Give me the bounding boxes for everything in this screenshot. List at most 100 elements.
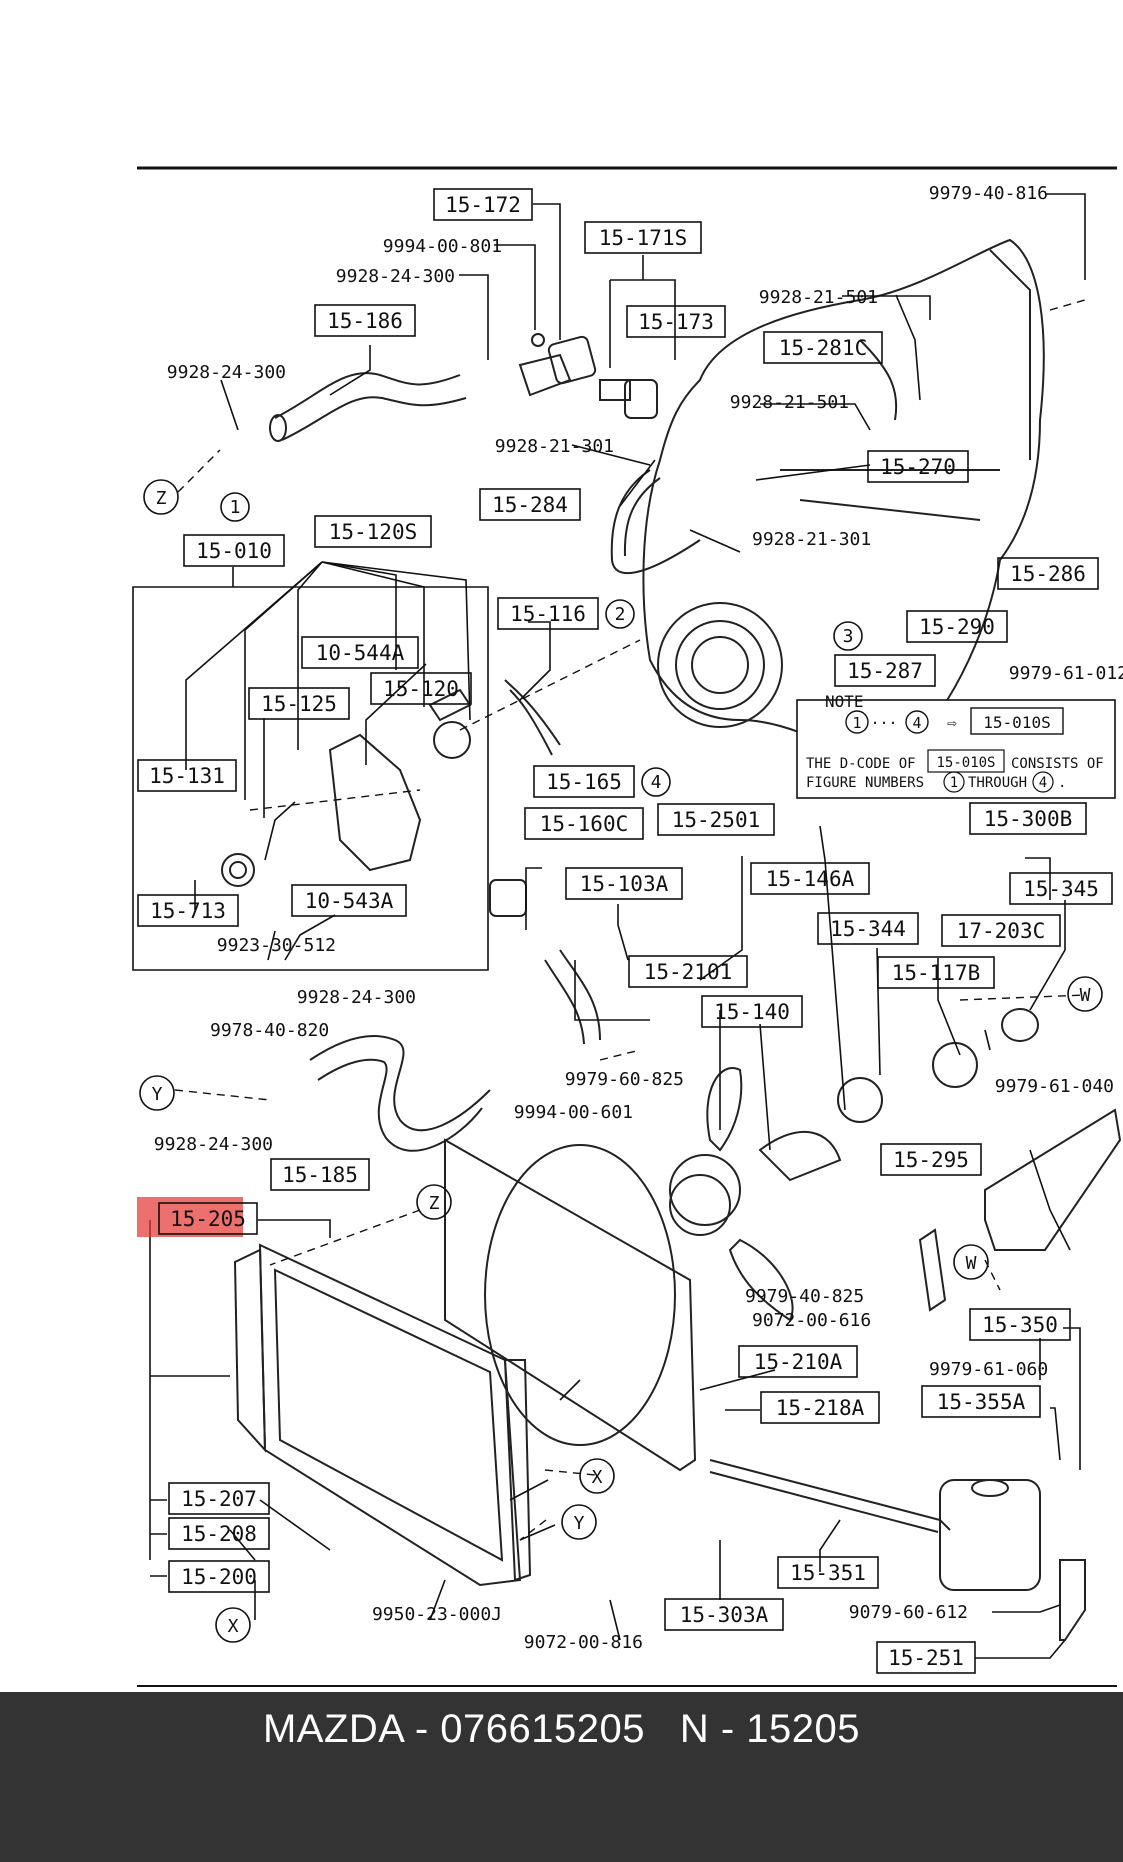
- leader-lines: [132, 193, 1086, 1659]
- fan-bracket-drawing: [918, 1108, 1122, 1312]
- svg-text:15-010: 15-010: [196, 539, 272, 563]
- svg-text:3: 3: [843, 626, 854, 647]
- code-10-544a: 10-544A: [301, 636, 419, 669]
- svg-text:15-131: 15-131: [149, 764, 225, 788]
- fan-shroud-drawing: [444, 1138, 697, 1472]
- svg-text:CONSISTS OF: CONSISTS OF: [1011, 756, 1104, 772]
- code-15-010: 15-010: [183, 534, 285, 567]
- pn-9923-30-512: 9923-30-512: [217, 935, 336, 956]
- svg-text:1: 1: [230, 497, 241, 518]
- pn-9979-40-825: 9979-40-825: [745, 1286, 864, 1307]
- code-15-290: 15-290: [906, 610, 1008, 643]
- svg-text:Y: Y: [574, 1513, 585, 1534]
- footer-series: N: [679, 1707, 710, 1751]
- dashed-lines: [174, 299, 1086, 1541]
- code-15-270: 15-270: [867, 450, 969, 483]
- code-15-286: 15-286: [997, 557, 1099, 590]
- marker-z-lower: Z: [416, 1184, 452, 1220]
- svg-text:Z: Z: [429, 1193, 440, 1214]
- svg-text:15-185: 15-185: [282, 1163, 358, 1187]
- svg-text:4: 4: [912, 714, 921, 732]
- code-15-300b: 15-300B: [969, 802, 1087, 835]
- pn-9079-60-612: 9079-60-612: [849, 1602, 968, 1623]
- pn-9072-00-616: 9072-00-616: [752, 1310, 871, 1331]
- svg-text:15-355A: 15-355A: [937, 1390, 1026, 1414]
- code-15-355a: 15-355A: [921, 1385, 1041, 1418]
- marker-4: 4: [641, 767, 671, 797]
- note-title: NOTE: [825, 692, 864, 711]
- svg-text:15-208: 15-208: [181, 1522, 257, 1546]
- svg-text:1: 1: [950, 775, 958, 791]
- svg-text:15-351: 15-351: [790, 1561, 866, 1585]
- code-15-284: 15-284: [479, 488, 581, 521]
- svg-text:15-284: 15-284: [492, 493, 568, 517]
- pn-9072-00-816: 9072-00-816: [524, 1632, 643, 1653]
- svg-text:15-287: 15-287: [847, 659, 923, 683]
- pn-9928-21-301-b: 9928-21-301: [752, 529, 871, 550]
- footer-separator-2: -: [709, 1707, 747, 1751]
- marker-y-left: Y: [139, 1075, 175, 1111]
- svg-text:15-344: 15-344: [830, 917, 906, 941]
- cooling-fan-drawing: [669, 1008, 1039, 1322]
- marker-w-upper: W: [1067, 976, 1103, 1012]
- code-15-345: 15-345: [1009, 872, 1113, 905]
- svg-text:15-286: 15-286: [1010, 562, 1086, 586]
- code-15-103a: 15-103A: [565, 867, 683, 900]
- svg-text:4: 4: [1039, 775, 1047, 791]
- code-15-140: 15-140: [701, 995, 803, 1028]
- code-15-350: 15-350: [969, 1308, 1071, 1341]
- svg-text:15-172: 15-172: [445, 193, 521, 217]
- svg-text:15-120: 15-120: [383, 677, 459, 701]
- svg-text:15-125: 15-125: [261, 692, 337, 716]
- svg-text:15-281C: 15-281C: [779, 336, 868, 360]
- footer-gap: [645, 1707, 680, 1751]
- svg-text:15-251: 15-251: [888, 1646, 964, 1670]
- footer-separator: -: [403, 1707, 441, 1751]
- part-number-labels: 9979-40-816 9994-00-801 9928-24-300 9928…: [154, 183, 1123, 1653]
- radiator-drawing: [233, 1243, 532, 1587]
- pn-9994-00-801: 9994-00-801: [383, 236, 502, 257]
- svg-text:15-120S: 15-120S: [329, 520, 418, 544]
- pn-9979-60-825: 9979-60-825: [565, 1069, 684, 1090]
- pn-9979-61-040: 9979-61-040: [995, 1076, 1114, 1097]
- marker-z-upper: Z: [143, 479, 179, 515]
- code-15-303a: 15-303A: [664, 1598, 784, 1631]
- code-15-210a: 15-210A: [738, 1345, 858, 1378]
- pn-9928-21-301-a: 9928-21-301: [495, 436, 614, 457]
- bypass-hose-drawing: [610, 339, 898, 574]
- pn-9979-40-816: 9979-40-816: [929, 183, 1048, 204]
- marker-x-left: X: [215, 1607, 251, 1643]
- engine-block-drawing: [642, 238, 1045, 761]
- pn-9979-61-012: 9979-61-012: [1009, 663, 1123, 684]
- part-code-labels: 15-172 15-171S 15-173 15-186 15-281C 15-…: [137, 188, 1113, 1674]
- footer-part-number: 076615205: [440, 1707, 646, 1751]
- code-15-281c: 15-281C: [763, 331, 883, 364]
- pn-9928-24-300-top: 9928-24-300: [336, 266, 455, 287]
- svg-text:15-165: 15-165: [546, 770, 622, 794]
- svg-text:15-186: 15-186: [327, 309, 403, 333]
- svg-text:17-203C: 17-203C: [957, 919, 1046, 943]
- note-box: NOTE 1 ··· 4 ⇨ 15-010S THE D-CODE OF 15-…: [796, 692, 1116, 799]
- marker-2: 2: [605, 599, 635, 629]
- coolant-reservoir-drawing: [709, 1459, 1086, 1641]
- code-15-207: 15-207: [168, 1482, 270, 1515]
- code-15-185: 15-185: [270, 1158, 370, 1191]
- code-15-172: 15-172: [433, 188, 533, 221]
- svg-text:15-270: 15-270: [880, 455, 956, 479]
- marker-3: 3: [833, 621, 863, 651]
- footer-caption: MAZDA - 076615205 N - 15205: [0, 1692, 1123, 1766]
- code-15-165: 15-165: [533, 765, 635, 798]
- footer-ref-code: 15205: [746, 1707, 861, 1751]
- code-15-171s: 15-171S: [584, 221, 702, 254]
- code-15-120s: 15-120S: [314, 515, 432, 548]
- pn-9978-40-820: 9978-40-820: [210, 1020, 329, 1041]
- code-15-251: 15-251: [876, 1641, 976, 1674]
- reference-markers: 1 2 3 4 Z Z W W Y Y X X: [139, 479, 1103, 1643]
- svg-text:10-544A: 10-544A: [316, 641, 405, 665]
- svg-text:15-010S: 15-010S: [936, 755, 995, 771]
- code-10-543a: 10-543A: [291, 884, 407, 917]
- code-15-120: 15-120: [370, 672, 472, 705]
- lower-hose-drawing: [309, 949, 601, 1152]
- svg-text:15-160C: 15-160C: [540, 812, 629, 836]
- svg-text:15-345: 15-345: [1023, 877, 1099, 901]
